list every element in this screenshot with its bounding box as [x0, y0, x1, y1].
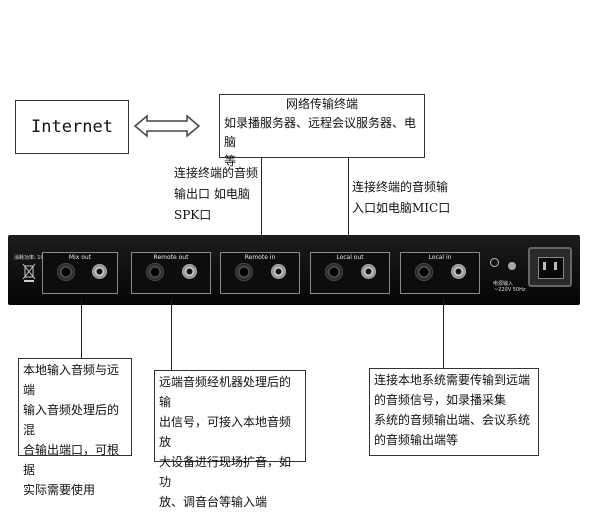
remote-in-jack-icon[interactable] — [235, 263, 253, 281]
weee-bin-icon — [22, 263, 36, 282]
power-consumption-label: 消耗功率: 10W — [14, 255, 49, 261]
internet-label: Internet — [31, 117, 113, 137]
panel-remote-out: Remote out — [131, 252, 211, 294]
mix-out-connector-line — [81, 300, 82, 358]
internet-box: Internet — [15, 100, 129, 154]
panel-local-in: Local in — [400, 252, 480, 294]
local-in-jack-icon[interactable] — [415, 263, 433, 281]
local-in-connector-line — [443, 300, 444, 368]
panel-local-out: Local out — [310, 252, 390, 294]
bidirectional-arrow-icon — [133, 114, 201, 138]
fuse-icon — [508, 262, 516, 270]
remote-out-description: 远端音频经机器处理后的输 出信号，可接入本地音频放 大设备进行现场扩音，如功 放… — [154, 370, 306, 509]
power-socket-icon[interactable] — [528, 247, 572, 287]
remote-out-jack-icon[interactable] — [146, 263, 164, 281]
remote-out-rca-icon[interactable] — [182, 264, 197, 279]
network-terminal-desc-2: 等 — [224, 154, 237, 168]
local-out-rca-icon[interactable] — [361, 264, 376, 279]
ground-icon — [490, 258, 499, 267]
power-input-label: 电源输入 — [493, 281, 514, 287]
voltage-label: ~220V 50Hz — [494, 287, 526, 293]
panel-remote-in: Remote in — [220, 252, 300, 294]
local-in-rca-icon[interactable] — [451, 264, 466, 279]
remote-out-connector-line — [171, 300, 172, 370]
remote-in-rca-icon[interactable] — [271, 264, 286, 279]
out-connector-line — [261, 158, 262, 255]
in-connector-line — [348, 158, 349, 255]
mix-out-description: 本地输入音频与远端 输入音频处理后的混 合输出端口，可根据 实际需要使用 — [18, 358, 132, 497]
network-terminal-box: 网络传输终端 如录播服务器、远程会议服务器、电脑 等 — [219, 94, 425, 168]
mix-out-rca-icon[interactable] — [92, 264, 107, 279]
network-terminal-desc-1: 如录播服务器、远程会议服务器、电脑 — [224, 116, 417, 149]
local-in-description: 连接本地系统需要传输到远端 的音频信号，如录播采集 系统的音频输出端、会议系统 … — [369, 368, 539, 456]
mix-out-jack-icon[interactable] — [57, 263, 75, 281]
network-terminal-title: 网络传输终端 — [285, 97, 358, 111]
in-connect-annotation: 连接终端的音频输 入口如电脑MIC口 — [352, 180, 451, 215]
out-connect-annotation: 连接终端的音频 输出口 如电脑 SPK口 — [174, 166, 259, 222]
local-out-jack-icon[interactable] — [325, 263, 343, 281]
panel-mix-out: Mix out — [42, 252, 118, 294]
